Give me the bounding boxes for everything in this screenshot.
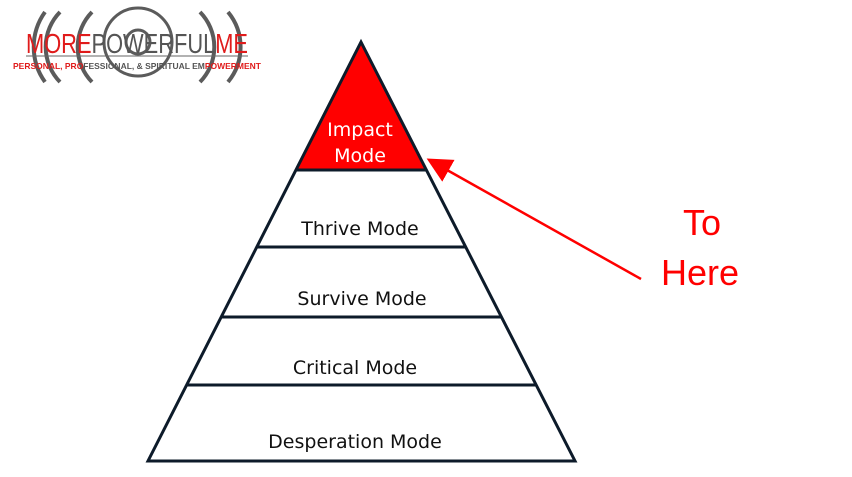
svg-text:MOREPOWERFULME: MOREPOWERFULME <box>26 28 248 59</box>
level-critical: Critical Mode <box>293 357 417 379</box>
level-impact-line2: Mode <box>334 145 386 167</box>
level-survive: Survive Mode <box>297 288 426 310</box>
callout-to: To <box>683 202 721 243</box>
level-impact-line1: Impact <box>327 119 393 141</box>
pyramid: Impact Mode Thrive Mode Survive Mode Cri… <box>145 38 578 463</box>
impact-level-fill <box>296 42 426 170</box>
level-desperation: Desperation Mode <box>268 431 442 453</box>
arrow <box>426 158 642 281</box>
logo-me: ME <box>215 28 248 59</box>
logo-more: MORE <box>26 28 92 59</box>
level-thrive: Thrive Mode <box>300 218 418 240</box>
logo-rings <box>31 6 243 84</box>
pyramid-outline <box>145 38 578 463</box>
logo: MOREPOWERFULME PERSONAL, PROFESSIONAL, &… <box>13 6 262 84</box>
callout-here: Here <box>661 252 739 293</box>
logo-powerful: POWERFUL <box>92 28 216 59</box>
svg-text:PERSONAL, PROFESSIONAL, & SPIR: PERSONAL, PROFESSIONAL, & SPIRITUAL EMPO… <box>13 61 262 71</box>
